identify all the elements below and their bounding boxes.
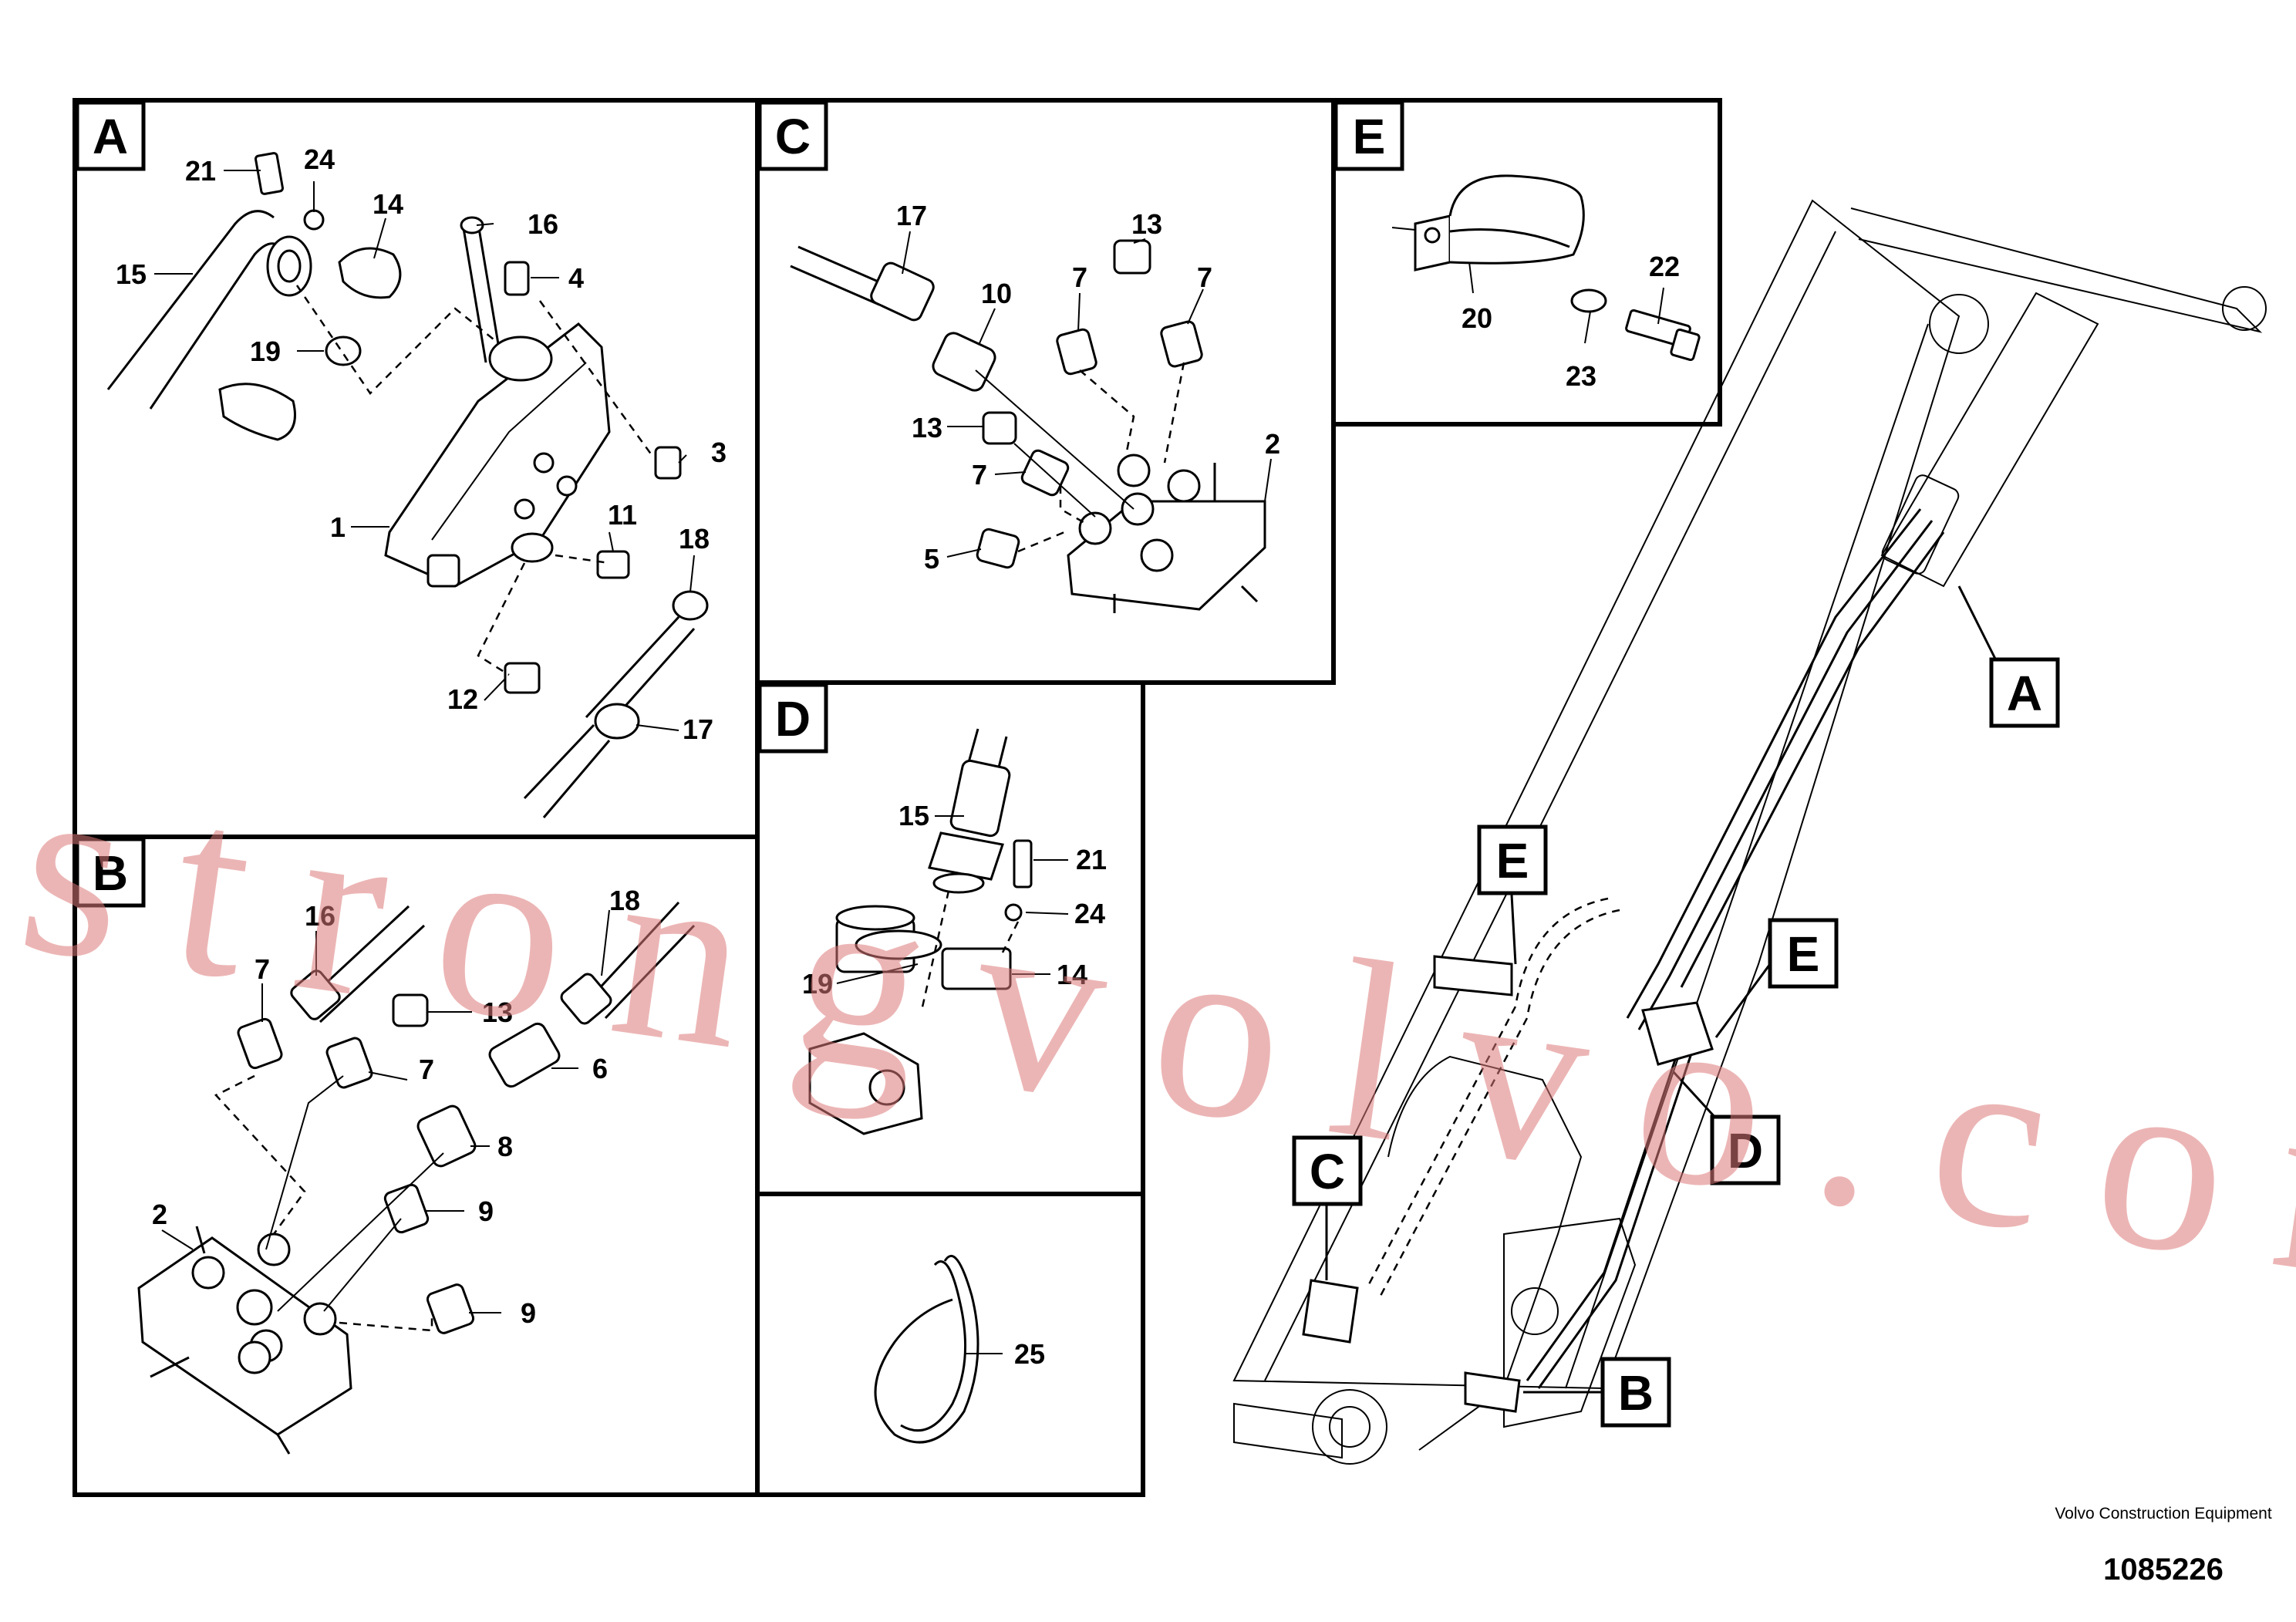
panel-b-letter: B [93,845,128,901]
panel-e-callouts: 22 20 23 [1462,251,1680,392]
callout-a-12: 12 [447,683,478,715]
overview-tag-d: D [1728,1123,1763,1179]
callout-c-5: 5 [924,543,939,575]
panel-d-callouts: 15 21 24 19 14 [802,800,1107,1000]
overview-tag-b: B [1618,1365,1654,1421]
callout-c-13-top: 13 [1131,208,1162,240]
callout-d-24: 24 [1074,898,1105,929]
drawing-number: 1085226 [2103,1553,2224,1587]
publisher-name: Volvo Construction Equipment [2055,1505,2272,1523]
callout-a-11: 11 [608,499,637,531]
panel-label-d: D [757,683,828,754]
panel-label-e: E [1333,100,1404,171]
callout-b-9-upper: 9 [478,1195,494,1227]
callout-a-15: 15 [116,258,147,290]
callout-a-1: 1 [330,511,346,543]
callout-a-17: 17 [683,713,713,745]
panel-label-c: C [757,100,828,171]
panel-d-drawing [808,728,1069,1135]
panel-c-drawing [790,231,1272,613]
callout-b-16: 16 [305,900,335,932]
panel-a-letter: A [93,109,128,164]
callout-c-13-mid: 13 [912,412,942,443]
panel-label-a: A [75,100,146,171]
tie-panel-drawing [874,1255,1003,1444]
tie-panel-callouts: 25 [1014,1338,1045,1370]
callout-b-8: 8 [497,1131,513,1162]
boom-overview-drawing [1232,199,2267,1465]
panel-frames [72,98,1722,1497]
callout-a-3: 3 [711,437,727,468]
callout-b-6: 6 [592,1053,608,1084]
callout-b-7-left: 7 [255,953,270,985]
callout-b-18: 18 [609,885,640,916]
callout-a-14: 14 [373,188,403,220]
overview-tag-e-right: E [1787,926,1820,982]
panel-label-b: B [75,837,146,908]
callout-a-24: 24 [304,143,335,175]
callout-b-9-lower: 9 [521,1297,536,1329]
callout-c-17: 17 [896,200,927,231]
callout-d-15: 15 [899,800,929,831]
callout-c-7-mid: 7 [972,459,987,491]
callout-a-4: 4 [568,262,584,294]
callout-a-16: 16 [528,208,558,240]
panel-c-callouts: 17 13 10 7 7 13 2 7 5 [896,200,1280,575]
callout-tie-25: 25 [1014,1338,1045,1370]
callout-c-2: 2 [1265,428,1280,460]
panel-a-callouts: 21 24 14 16 15 4 19 3 1 11 18 12 17 [116,143,727,745]
callout-c-7-left: 7 [1072,261,1087,293]
panel-c-letter: C [775,109,811,164]
callout-b-2: 2 [152,1199,167,1230]
callout-e-22: 22 [1649,251,1680,282]
overview-tags: A E E D C B [1292,657,2060,1428]
callout-b-7-center: 7 [419,1054,434,1085]
panel-d-letter: D [775,691,811,747]
panel-b-drawing [137,901,696,1455]
callout-b-13: 13 [482,996,513,1028]
panel-e-letter: E [1353,109,1386,164]
panel-a-drawing [106,152,709,818]
callout-e-23: 23 [1566,360,1596,392]
overview-tag-e-left: E [1496,833,1529,889]
callout-d-14: 14 [1057,959,1087,990]
callout-a-19: 19 [250,336,281,367]
callout-c-10: 10 [981,278,1012,309]
callout-a-21: 21 [185,155,216,187]
callout-d-21: 21 [1076,844,1107,875]
callout-e-20: 20 [1462,302,1492,334]
callout-c-7-right: 7 [1197,261,1212,293]
callout-a-18: 18 [679,523,710,555]
callout-d-19: 19 [802,968,833,1000]
overview-tag-a: A [2007,666,2042,721]
panel-e-drawing [1391,174,1701,362]
panel-b-callouts: 16 18 7 13 7 6 8 2 9 9 [152,885,640,1329]
overview-tag-c: C [1310,1144,1345,1199]
